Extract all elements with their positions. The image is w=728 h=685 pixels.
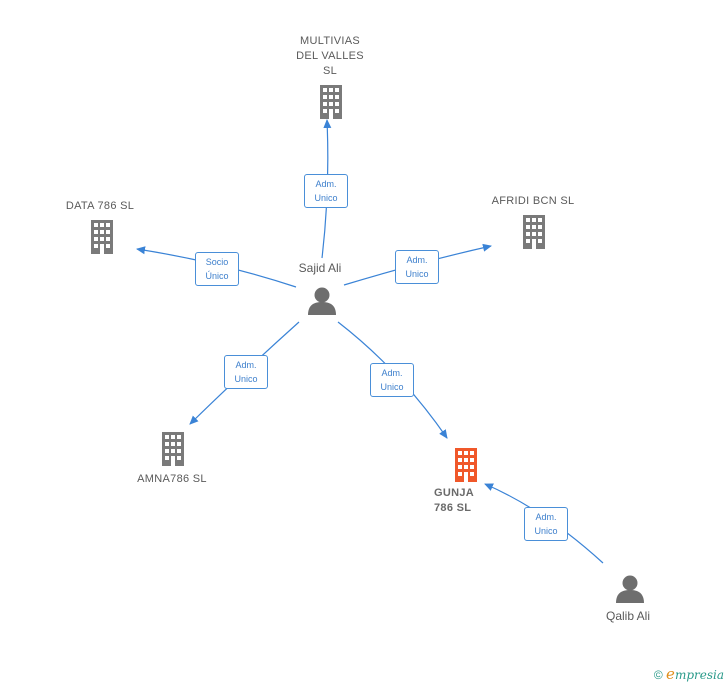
node-sajid[interactable] (305, 284, 339, 318)
company-label-data786[interactable]: DATA 786 SL (65, 200, 135, 212)
brand-logo-text: mpresia (674, 668, 724, 682)
person-label-sajid[interactable]: Sajid Ali (298, 261, 342, 275)
relation-text: Unico (380, 382, 404, 392)
brand-logo-e: e (666, 665, 675, 683)
relation-box-gunja[interactable]: Adm. Unico (370, 363, 414, 397)
relation-text: Unico (534, 526, 558, 536)
relation-text: Unico (405, 269, 429, 279)
node-afridi[interactable] (519, 213, 549, 251)
company-label-line: DEL VALLES (296, 50, 364, 62)
company-label-amna[interactable]: AMNA786 SL (137, 473, 207, 485)
person-label-qalib[interactable]: Qalib Ali (605, 609, 651, 623)
relation-text: Unico (314, 193, 338, 203)
company-label-line: SL (322, 65, 338, 77)
relation-box-afridi[interactable]: Adm. Unico (395, 250, 439, 284)
relation-text: Adm. (535, 512, 557, 522)
company-label-line: GUNJA (434, 487, 475, 499)
company-label-multivias[interactable]: MULTIVIAS DEL VALLES SL (280, 34, 380, 79)
copyright-icon: © (653, 668, 663, 682)
node-amna[interactable] (158, 430, 188, 468)
node-data786[interactable] (87, 218, 117, 256)
node-gunja[interactable] (451, 446, 481, 484)
relation-box-multivias[interactable]: Adm. Unico (304, 174, 348, 208)
relation-box-qalib-gunja[interactable]: Adm. Unico (524, 507, 568, 541)
company-label-gunja[interactable]: GUNJA 786 SL (434, 486, 494, 516)
company-label-line: MULTIVIAS (300, 35, 360, 47)
relation-text: Adm. (315, 179, 337, 189)
relation-box-amna[interactable]: Adm. Unico (224, 355, 268, 389)
brand-footer[interactable]: © empresia (654, 665, 724, 683)
node-qalib[interactable] (613, 572, 647, 606)
company-label-afridi[interactable]: AFRIDI BCN SL (491, 195, 575, 207)
relation-text: Socio (205, 257, 229, 267)
relation-box-data786[interactable]: Socio Único (195, 252, 239, 286)
relation-text: Único (205, 271, 229, 281)
relation-text: Unico (234, 374, 258, 384)
relation-text: Adm. (235, 360, 257, 370)
node-multivias[interactable] (316, 83, 346, 121)
relation-text: Adm. (406, 255, 428, 265)
company-label-line: 786 SL (434, 502, 472, 514)
relation-text: Adm. (381, 368, 403, 378)
